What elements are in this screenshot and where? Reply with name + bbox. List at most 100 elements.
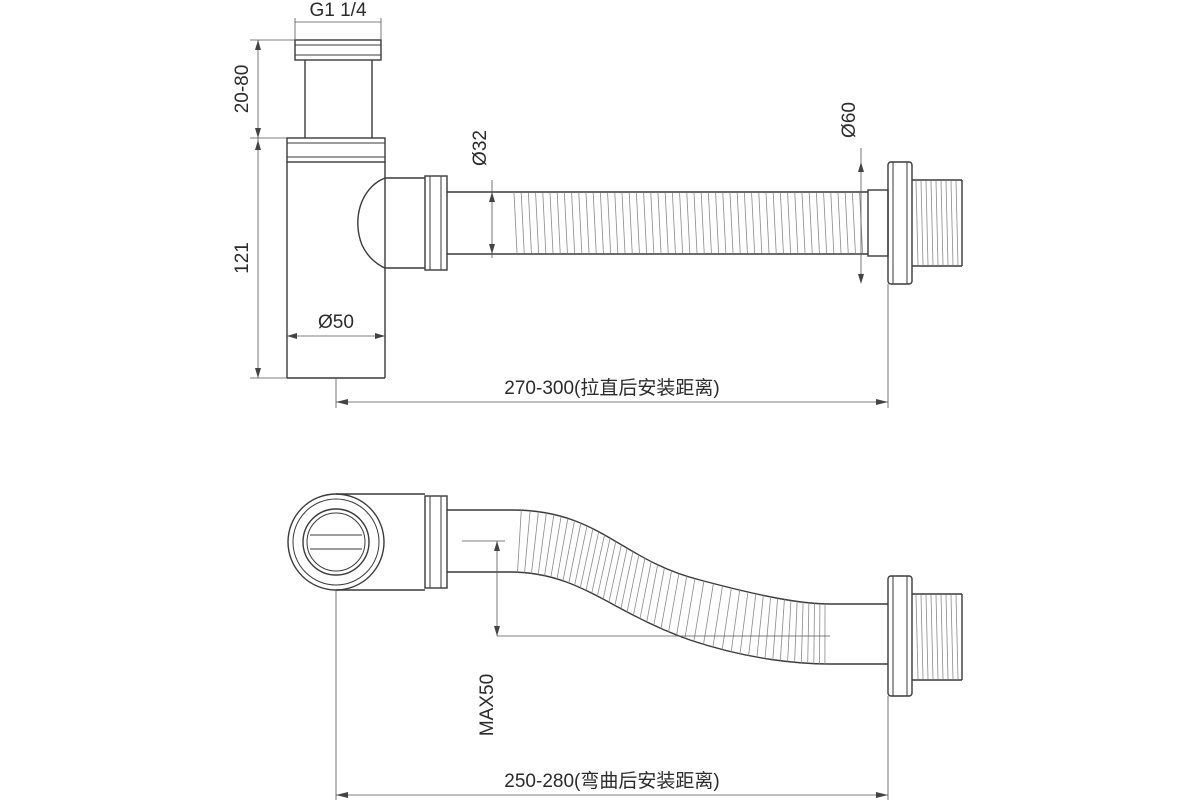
hose-rib	[823, 192, 827, 254]
thread-rib	[920, 180, 924, 266]
hose-rib	[614, 192, 619, 254]
hose-rib	[585, 531, 600, 591]
hose-rib	[779, 599, 785, 661]
hose-rib	[787, 192, 791, 254]
hose-rib	[837, 192, 842, 254]
hose-rib	[794, 601, 798, 663]
trap-body	[286, 137, 425, 379]
hose-rib	[544, 514, 555, 576]
hose-rib	[729, 192, 734, 254]
hose-rib	[556, 518, 569, 579]
hose-rib	[517, 510, 522, 573]
thread-rib	[940, 594, 944, 680]
hose-rib	[772, 598, 778, 660]
hose-rib	[657, 192, 662, 254]
hose-rib	[787, 600, 792, 662]
hose-rib	[600, 192, 604, 254]
thread-rib	[945, 594, 949, 680]
threaded-spigot-bent	[912, 593, 963, 681]
dimensions-bottom	[335, 540, 889, 800]
thread-rib	[930, 180, 934, 266]
pipe-diameter-label: Ø32	[470, 130, 491, 166]
corrugated-hose	[510, 191, 868, 255]
hose-rib	[524, 510, 531, 573]
thread-rib	[930, 594, 934, 680]
straight-view	[250, 18, 963, 408]
hose-rib	[764, 596, 771, 659]
hose-rib	[636, 192, 640, 254]
hose-rib	[765, 192, 770, 254]
straight-length-label: 270-300(拉直后安装距离)	[504, 377, 719, 399]
hose-rib	[739, 591, 749, 654]
hose-rib	[537, 512, 547, 575]
hose-rib	[614, 548, 628, 606]
thread-rib	[915, 180, 919, 266]
hose-rib	[564, 192, 568, 254]
hose-rib	[751, 192, 755, 254]
hose-rib	[676, 576, 688, 636]
hose-rib	[712, 585, 723, 648]
thread-rib	[925, 180, 929, 266]
hose-rib	[830, 192, 835, 254]
hose-rib	[549, 192, 554, 254]
hose-rib	[639, 561, 652, 619]
hose-rib	[592, 192, 597, 254]
thread-rib	[950, 180, 954, 266]
hose-rib	[722, 192, 727, 254]
trap-body-top-view	[287, 493, 425, 591]
hose-rib	[730, 590, 741, 652]
hose-rib	[628, 192, 633, 254]
union-nut	[424, 175, 448, 271]
hose-rib	[844, 192, 849, 254]
bent-length-label: 250-280(弯曲后安装距离)	[504, 770, 719, 792]
hose-rib	[608, 544, 622, 603]
hose-rib	[607, 192, 611, 254]
hose-rib	[556, 192, 561, 254]
hose-rib	[574, 525, 588, 586]
hose-rib	[693, 580, 705, 642]
hose-rib	[602, 541, 617, 600]
hose-rib	[756, 595, 764, 658]
hose-rib	[780, 192, 784, 254]
hose-rib	[794, 192, 799, 254]
hose-rib	[758, 192, 763, 254]
hose-rib	[531, 511, 539, 574]
hose-rib	[801, 192, 806, 254]
hose-rib	[703, 583, 714, 645]
hose-rib	[562, 520, 575, 581]
hose-rib	[668, 573, 680, 632]
hose-rib	[693, 192, 698, 254]
hose-rib	[568, 523, 582, 584]
end-fitting-bent	[830, 575, 913, 697]
hose-rib	[807, 602, 810, 664]
hose-rib	[748, 593, 757, 656]
hose-rib	[852, 192, 856, 254]
hose-rib	[736, 192, 741, 254]
hose-rib	[672, 192, 676, 254]
hose-rib	[646, 564, 658, 622]
thread-rib	[955, 594, 959, 680]
hose-rib	[578, 192, 583, 254]
end-fitting	[867, 161, 913, 285]
hose-rib	[579, 528, 594, 588]
thread-size-label: G1 1/4	[309, 0, 366, 21]
hose-rib	[650, 192, 655, 254]
hose-rib	[535, 192, 539, 254]
hose-rib	[621, 192, 626, 254]
hose-rib	[813, 603, 815, 664]
hose-rib	[816, 192, 820, 254]
hose-rib	[643, 192, 647, 254]
hose-rib	[664, 192, 669, 254]
thread-rib	[945, 180, 949, 266]
bent-view	[287, 493, 963, 800]
hose-rib	[571, 192, 575, 254]
hose-rib	[542, 192, 547, 254]
thread-rib	[940, 180, 944, 266]
thread-rib	[920, 594, 924, 680]
body-height-label: 121	[232, 242, 253, 274]
hose-rib	[686, 192, 691, 254]
hose-rib	[591, 534, 605, 594]
hose-rib	[744, 192, 748, 254]
union-nut-bent	[424, 495, 448, 589]
hose-rib	[550, 516, 562, 578]
